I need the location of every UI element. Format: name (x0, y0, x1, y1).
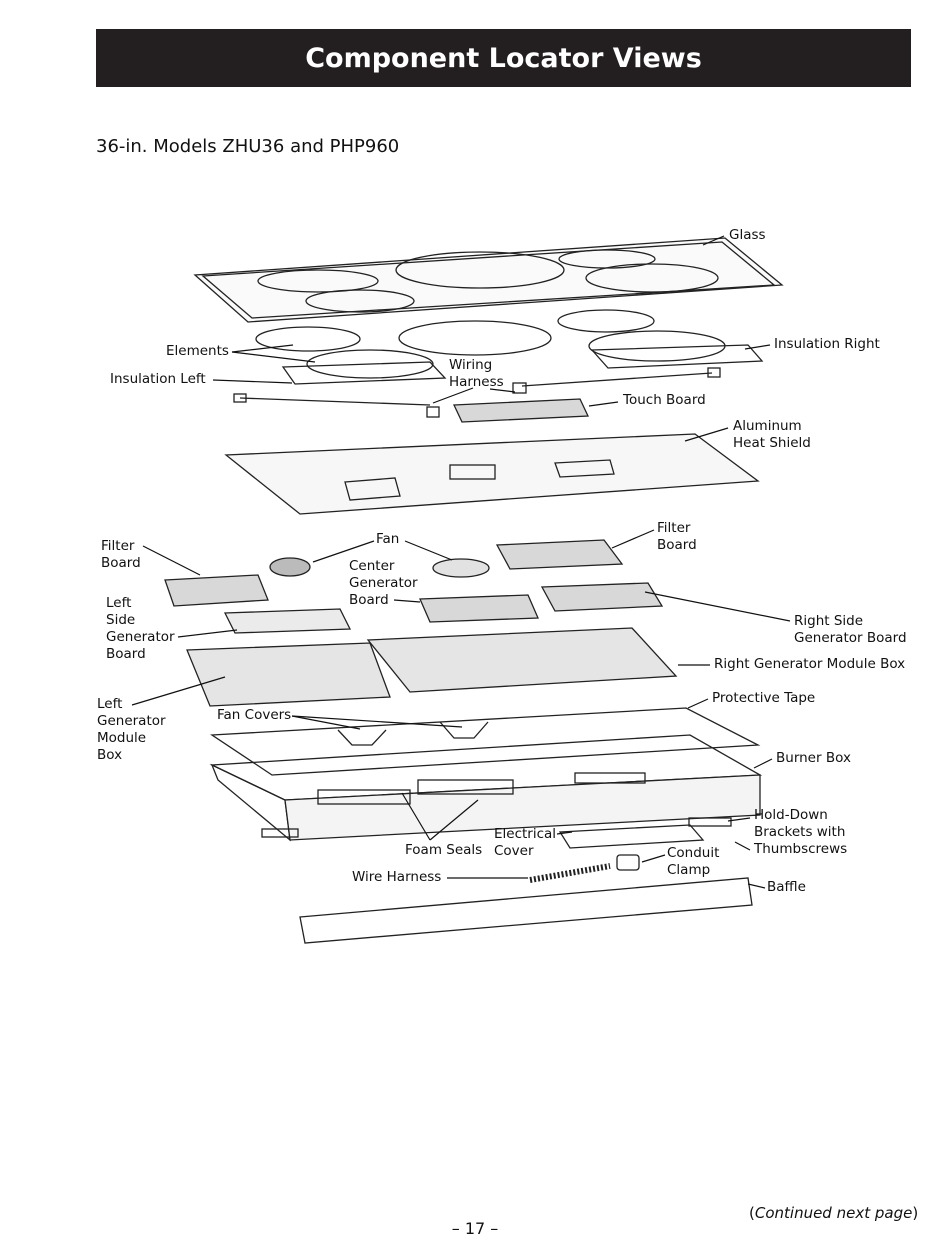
burner-box-part (209, 734, 763, 842)
page-number: – 17 – (451, 1219, 499, 1238)
label-fan: Fan (376, 531, 400, 547)
label-foam-seals: Foam Seals (405, 842, 483, 858)
label-filter-board-left: Filter Board (101, 538, 141, 571)
fan-center-part (432, 558, 490, 578)
label-elements: Elements (166, 343, 229, 359)
filter-board-left-part (164, 574, 269, 607)
center-generator-board-part (419, 594, 539, 623)
label-insulation-right: Insulation Right (774, 336, 880, 352)
label-wiring-harness: Wiring Harness (449, 357, 504, 390)
conduit-clamp-part (616, 854, 640, 871)
label-insulation-left: Insulation Left (110, 371, 206, 387)
label-left-generator-module-box: Left Generator Module Box (97, 696, 166, 763)
right-side-generator-board-part (540, 582, 664, 612)
hold-down-bracket-left-part (261, 828, 299, 838)
left-side-generator-board-part (223, 608, 352, 634)
electrical-cover-part (558, 824, 705, 849)
label-protective-tape: Protective Tape (712, 690, 816, 706)
glass-part (193, 237, 784, 323)
page-header: Component Locator Views (96, 29, 911, 87)
left-generator-module-box-part (186, 642, 391, 707)
wiring-harness-part (239, 397, 431, 406)
label-conduit-clamp: Conduit Clamp (667, 845, 720, 878)
label-glass: Glass (729, 227, 766, 243)
hold-down-bracket-right-part (688, 817, 732, 827)
label-right-generator-module-box: Right Generator Module Box (714, 656, 906, 672)
label-aluminum-heat-shield: Aluminum Heat Shield (733, 418, 811, 451)
touch-board-part (452, 398, 590, 423)
label-burner-box: Burner Box (776, 750, 851, 766)
fan-left-part (269, 557, 311, 577)
page-title: Component Locator Views (305, 42, 702, 74)
label-filter-board-right: Filter Board (657, 520, 697, 553)
filter-board-right-part (495, 539, 624, 570)
insulation-right-part (590, 344, 764, 369)
fan-covers-part (337, 729, 387, 746)
label-fan-covers: Fan Covers (217, 707, 292, 723)
section-subtitle: 36-in. Models ZHU36 and PHP960 (96, 136, 400, 157)
right-generator-module-box-part (366, 627, 678, 693)
protective-tape-part (210, 707, 761, 776)
continued-note: (Continued next page) (749, 1204, 919, 1222)
insulation-left-part (281, 361, 447, 385)
label-touch-board: Touch Board (623, 392, 706, 408)
baffle-part (299, 877, 753, 944)
label-electrical-cover: Electrical Cover (494, 826, 557, 859)
label-right-side-generator-board: Right Side Generator Board (794, 613, 907, 646)
wire-harness-part (529, 863, 611, 883)
aluminum-heat-shield-part (224, 433, 760, 515)
label-left-side-generator-board: Left Side Generator Board (106, 595, 175, 662)
label-wire-harness: Wire Harness (352, 869, 442, 885)
label-hold-down-brackets: Hold-Down Brackets with Thumbscrews (754, 807, 848, 857)
label-center-generator-board: Center Generator Board (349, 558, 418, 608)
label-baffle: Baffle (767, 879, 806, 895)
